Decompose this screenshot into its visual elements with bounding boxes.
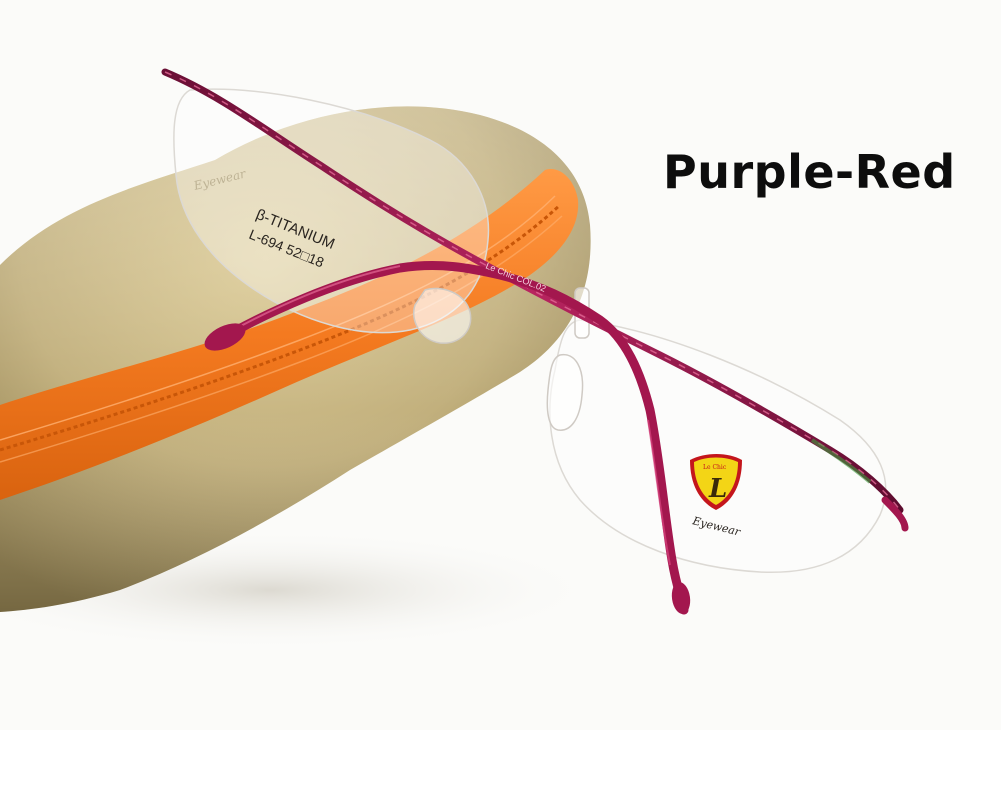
shield-letter: L — [708, 474, 727, 504]
brand-shield-logo: Le Chic L — [690, 454, 742, 510]
left-lens: β-TITANIUM L-694 52□18 — [173, 88, 490, 334]
frame-temple-upper — [161, 68, 904, 514]
shield-brand-text: Le Chic — [703, 464, 727, 471]
color-caption: Purple-Red — [663, 145, 956, 199]
nose-pads — [413, 287, 590, 431]
frame-temple-lower — [204, 261, 909, 615]
